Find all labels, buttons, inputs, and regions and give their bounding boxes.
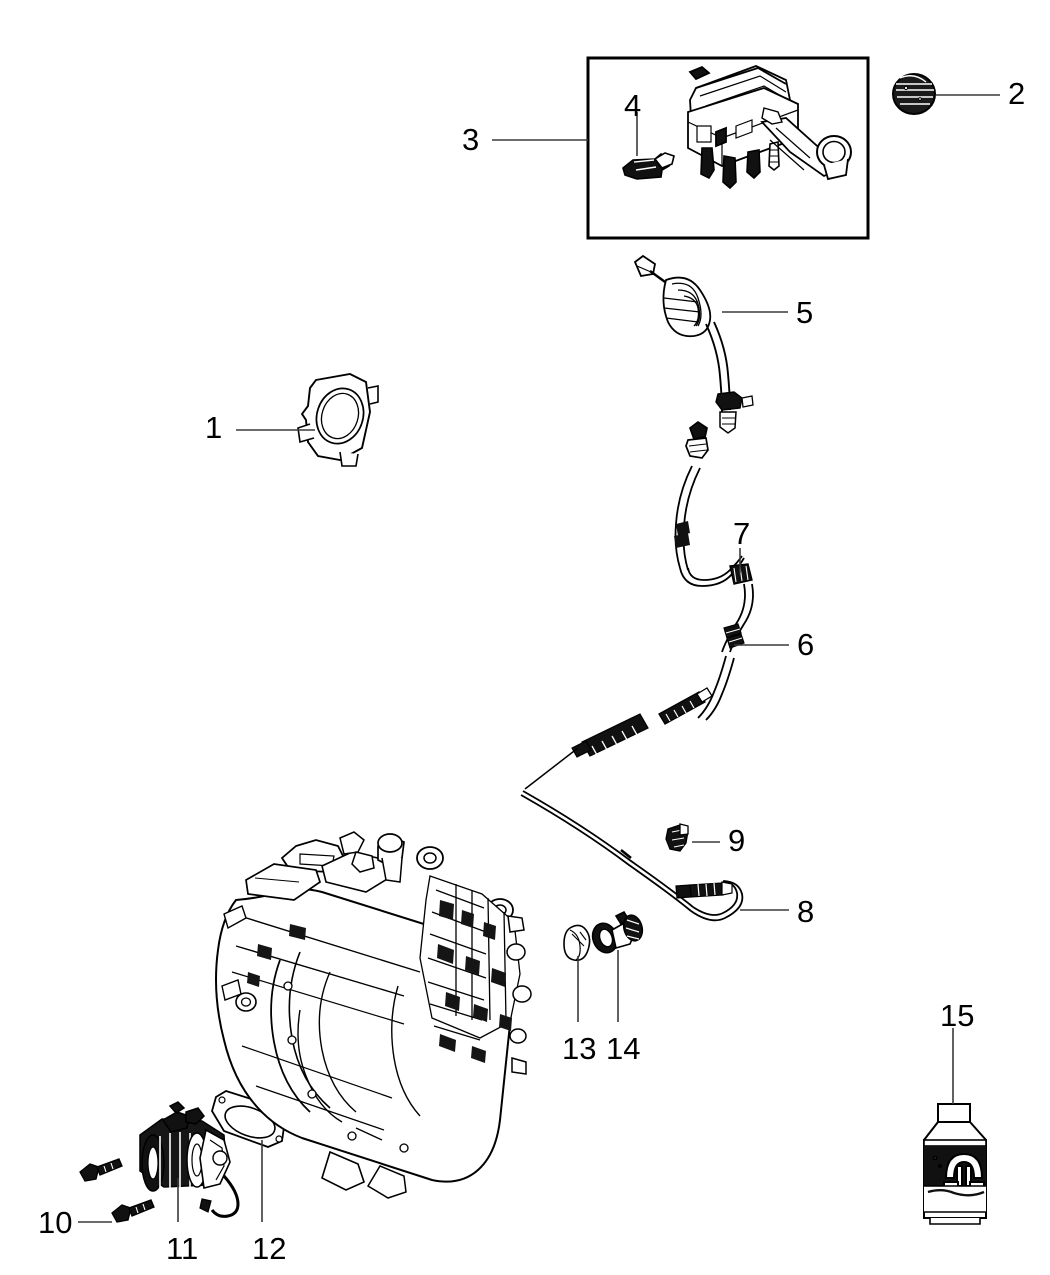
callout-number-9[interactable]: 9 xyxy=(728,823,746,858)
clutch-pedal-push-rod xyxy=(633,254,754,434)
callout-number-13[interactable]: 13 xyxy=(562,1031,597,1066)
callout-number-7[interactable]: 7 xyxy=(733,516,751,551)
callout-number-3[interactable]: 3 xyxy=(462,122,480,157)
callout-number-10[interactable]: 10 xyxy=(38,1205,73,1240)
transmission-case xyxy=(215,831,532,1199)
callout-number-2[interactable]: 2 xyxy=(1008,76,1026,111)
callout-number-11[interactable]: 11 xyxy=(166,1231,199,1266)
bleeder-fitting xyxy=(591,910,644,954)
callout-number-12[interactable]: 12 xyxy=(252,1231,287,1266)
callout-number-5[interactable]: 5 xyxy=(796,295,814,330)
clutch-master-cylinder-assembly-box xyxy=(586,56,870,240)
callout-number-14[interactable]: 14 xyxy=(606,1031,641,1066)
leader-lines xyxy=(78,94,1000,1223)
hydraulic-line-upper xyxy=(674,420,754,721)
clutch-release-bearing-actuator xyxy=(139,1101,240,1218)
callout-number-8[interactable]: 8 xyxy=(797,894,815,929)
reservoir-cap xyxy=(892,73,936,115)
hydraulic-line-lower xyxy=(520,713,744,922)
seal-grommet xyxy=(563,924,591,962)
callout-number-1[interactable]: 1 xyxy=(205,410,223,445)
inline-connector-right xyxy=(658,687,713,725)
electrical-connector xyxy=(622,152,675,180)
callout-number-15[interactable]: 15 xyxy=(940,998,975,1033)
mounting-bolt xyxy=(79,1158,123,1182)
callout-number-4[interactable]: 4 xyxy=(624,88,642,123)
line-retainer-clip xyxy=(665,823,689,852)
clutch-master-cylinder xyxy=(687,65,852,190)
callout-number-6[interactable]: 6 xyxy=(797,627,815,662)
brake-fluid-bottle xyxy=(923,1103,987,1225)
mounting-bolt-2 xyxy=(111,1199,155,1223)
clutch-housing-gasket-ring xyxy=(297,373,379,467)
